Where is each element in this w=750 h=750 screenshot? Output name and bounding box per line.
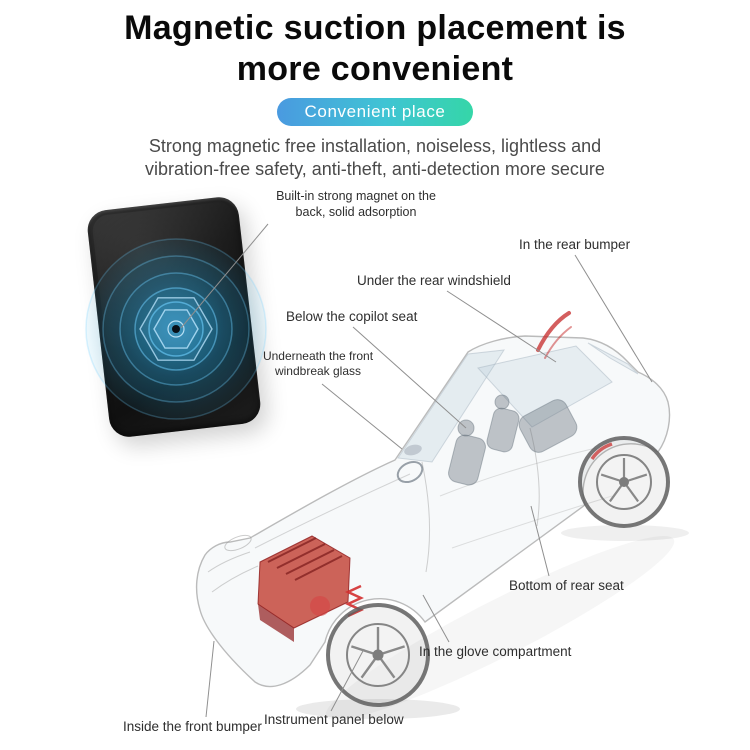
subtitle: Strong magnetic free installation, noise… [0, 135, 750, 182]
magnetic-field-rings-icon [84, 237, 268, 421]
front-wheel [326, 603, 430, 707]
annotation-instrument-panel: Instrument panel below [264, 712, 404, 727]
subtitle-line-2: vibration-free safety, anti-theft, anti-… [145, 159, 605, 180]
car-seats [448, 394, 578, 486]
title-line-2: more convenient [236, 50, 514, 89]
engine-block [257, 535, 364, 642]
steering-wheel [396, 460, 424, 484]
magnet-center-dot [172, 325, 180, 333]
annotation-built-in-magnet: Built-in strong magnet on the back, soli… [258, 189, 454, 220]
annotation-text: windbreak glass [274, 364, 362, 378]
annotation-windbreak-glass: Underneath the front windbreak glass [258, 349, 378, 379]
annotation-text: Underneath the front [262, 349, 374, 363]
page-title: Magnetic suction placement is more conve… [0, 0, 750, 91]
rear-wheel [578, 436, 670, 528]
title-line-1: Magnetic suction placement is [124, 9, 626, 47]
annotation-rear-seat: Bottom of rear seat [509, 578, 624, 593]
headlight [224, 534, 252, 552]
annotation-text: Built-in strong magnet on the [276, 189, 436, 203]
annotation-rear-windshield: Under the rear windshield [357, 273, 511, 288]
rear-brake-accent [590, 442, 613, 461]
annotation-front-bumper: Inside the front bumper [123, 719, 262, 734]
convenient-place-badge: Convenient place [276, 97, 474, 126]
subtitle-line-1: Strong magnetic free installation, noise… [148, 135, 602, 156]
annotation-text: back, solid adsorption [295, 204, 417, 219]
car-xray-illustration [195, 311, 689, 720]
annotation-glove-compartment: In the glove compartment [419, 644, 572, 659]
side-mirror [404, 444, 422, 456]
annotation-rear-bumper: In the rear bumper [519, 237, 631, 252]
annotation-copilot-seat: Below the copilot seat [286, 309, 418, 324]
